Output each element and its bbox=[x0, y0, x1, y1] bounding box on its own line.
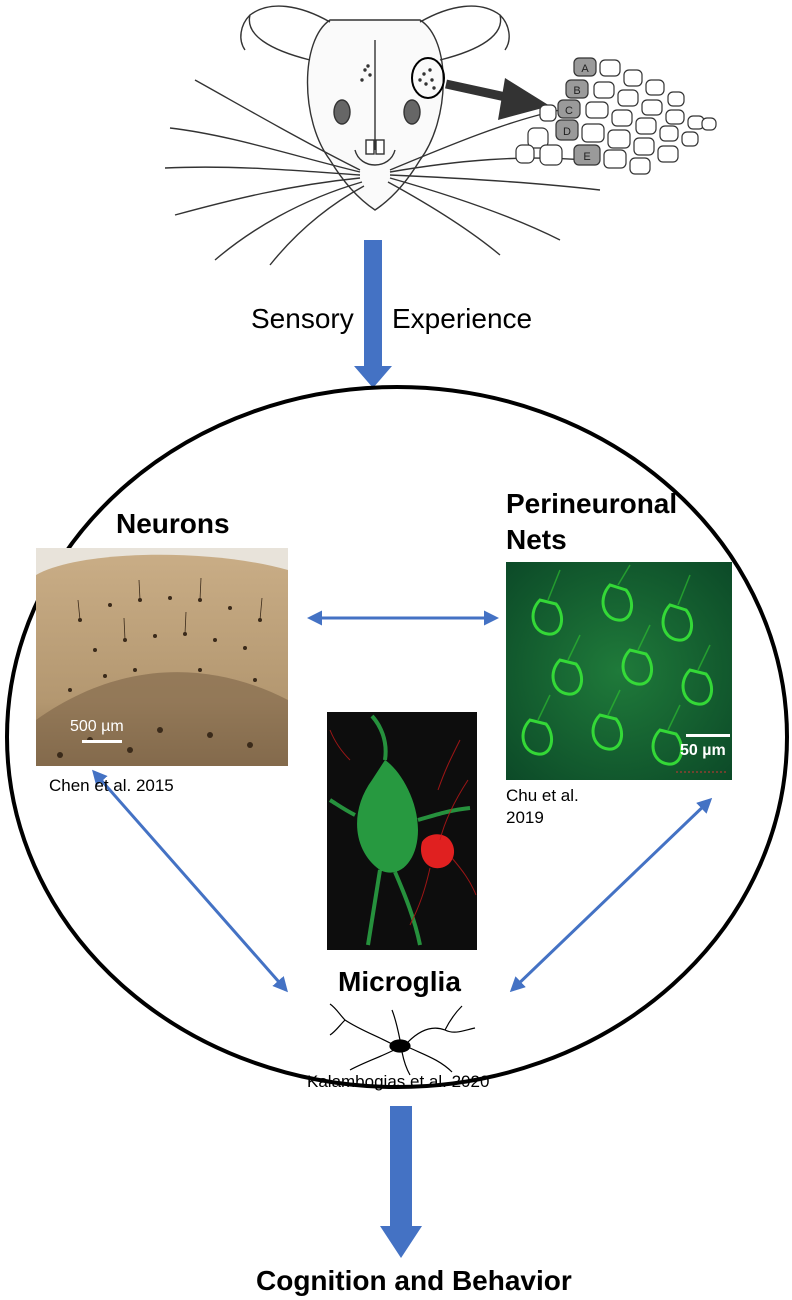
pnn-title-line2: Nets bbox=[506, 524, 567, 555]
microglia-citation: Kalambogias et al. 2020 bbox=[307, 1072, 490, 1091]
pnn-citation-line2: 2019 bbox=[506, 808, 544, 827]
behavior-output-arrow bbox=[380, 1106, 422, 1258]
neurons-title: Neurons bbox=[116, 508, 230, 539]
barrel-row-label-d: D bbox=[563, 126, 571, 138]
barrel-row-label-c: C bbox=[565, 105, 573, 117]
microglia-micrograph bbox=[327, 712, 477, 950]
pnn-microglia-arrow bbox=[509, 797, 713, 993]
experience-label: Experience bbox=[392, 303, 533, 334]
pnn-citation-line1: Chu et al. bbox=[506, 786, 579, 805]
barrel-row-label-b: B bbox=[573, 85, 580, 97]
microglia-title: Microglia bbox=[338, 966, 461, 997]
mouse-head-illustration bbox=[164, 5, 601, 266]
brain-interaction-circle bbox=[5, 385, 789, 1089]
neurons-citation: Chen et al. 2015 bbox=[49, 776, 174, 795]
barrel-map-pointer-arrow bbox=[445, 78, 550, 120]
barrel-map bbox=[515, 57, 717, 175]
pnn-title-line1: Perineuronal bbox=[506, 488, 678, 519]
neurons-microglia-arrow bbox=[92, 769, 288, 993]
barrel-row-label-e: E bbox=[583, 151, 590, 163]
pnn-scale-bar-label: 50 µm bbox=[680, 742, 726, 759]
perineuronal-nets-micrograph bbox=[506, 562, 732, 780]
output-label: Cognition and Behavior bbox=[256, 1265, 572, 1296]
sensory-input-arrow bbox=[354, 240, 392, 388]
sensory-label: Sensory bbox=[251, 303, 354, 334]
neurons-micrograph bbox=[36, 548, 288, 766]
neurons-scale-bar-label: 500 µm bbox=[70, 718, 124, 735]
barrel-map-labels: A B C D E bbox=[563, 63, 591, 163]
microglia-cell-drawing bbox=[329, 1003, 476, 1076]
interaction-arrows bbox=[92, 610, 713, 993]
barrel-row-label-a: A bbox=[581, 63, 589, 75]
